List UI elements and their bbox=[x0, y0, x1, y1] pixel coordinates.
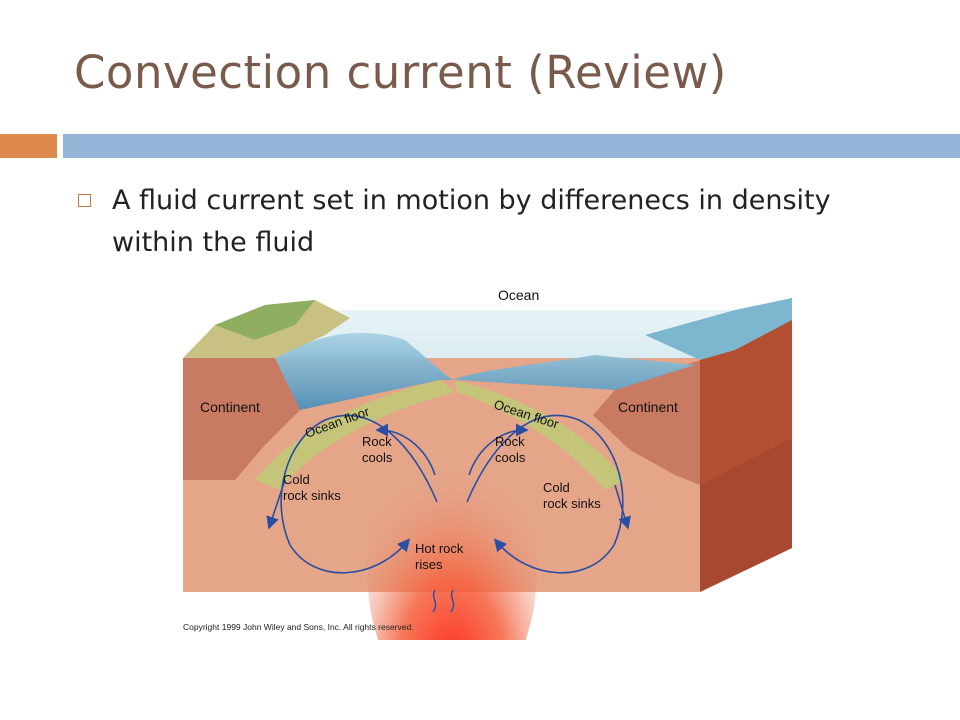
label-cold-sinks-right-2: rock sinks bbox=[543, 496, 601, 511]
label-cold-sinks-left-1: Cold bbox=[283, 472, 310, 487]
continent-crust-left bbox=[183, 358, 300, 480]
convection-arrow-right-sink bbox=[614, 484, 631, 530]
ocean-floor-band-left bbox=[255, 380, 455, 490]
label-hot-rock-2: rises bbox=[415, 557, 443, 572]
label-rock-cools-right-2: cools bbox=[495, 450, 526, 465]
label-rock-cools-left-1: Rock bbox=[362, 434, 392, 449]
copyright-notice: Copyright 1999 John Wiley and Sons, Inc.… bbox=[183, 622, 414, 632]
label-continent-left: Continent bbox=[200, 399, 260, 415]
bullet-text: A fluid current set in motion by differe… bbox=[112, 185, 831, 258]
square-bullet-icon bbox=[78, 194, 91, 207]
continent-crust-right bbox=[593, 360, 700, 485]
convection-arrow-left-outer bbox=[280, 414, 438, 574]
ocean-floor-band-right bbox=[455, 380, 625, 490]
label-rock-cools-right-1: Rock bbox=[495, 434, 525, 449]
convection-arrow-left-sink bbox=[266, 479, 286, 530]
ocean-basin bbox=[275, 332, 695, 410]
convection-arrow-right-outer bbox=[466, 414, 624, 574]
accent-bar bbox=[0, 134, 57, 158]
hot-rock-plume bbox=[367, 430, 537, 640]
heat-source-icon bbox=[432, 589, 437, 613]
continent-top-right bbox=[645, 298, 792, 360]
bullet-item: A fluid current set in motion by differe… bbox=[78, 180, 878, 264]
convection-diagram: Ocean Continent Continent Ocean floor Oc… bbox=[183, 287, 792, 640]
label-ocean: Ocean bbox=[498, 287, 539, 303]
label-cold-sinks-right-1: Cold bbox=[543, 480, 570, 495]
title-underline-bar bbox=[63, 134, 960, 158]
label-hot-rock-1: Hot rock bbox=[415, 541, 464, 556]
label-rock-cools-left-2: cools bbox=[362, 450, 393, 465]
label-continent-right: Continent bbox=[618, 399, 678, 415]
convection-arrow-right-inner bbox=[468, 423, 529, 476]
slide-title: Convection current (Review) bbox=[74, 46, 727, 99]
convection-arrow-left-inner bbox=[375, 423, 436, 476]
label-cold-sinks-left-2: rock sinks bbox=[283, 488, 341, 503]
